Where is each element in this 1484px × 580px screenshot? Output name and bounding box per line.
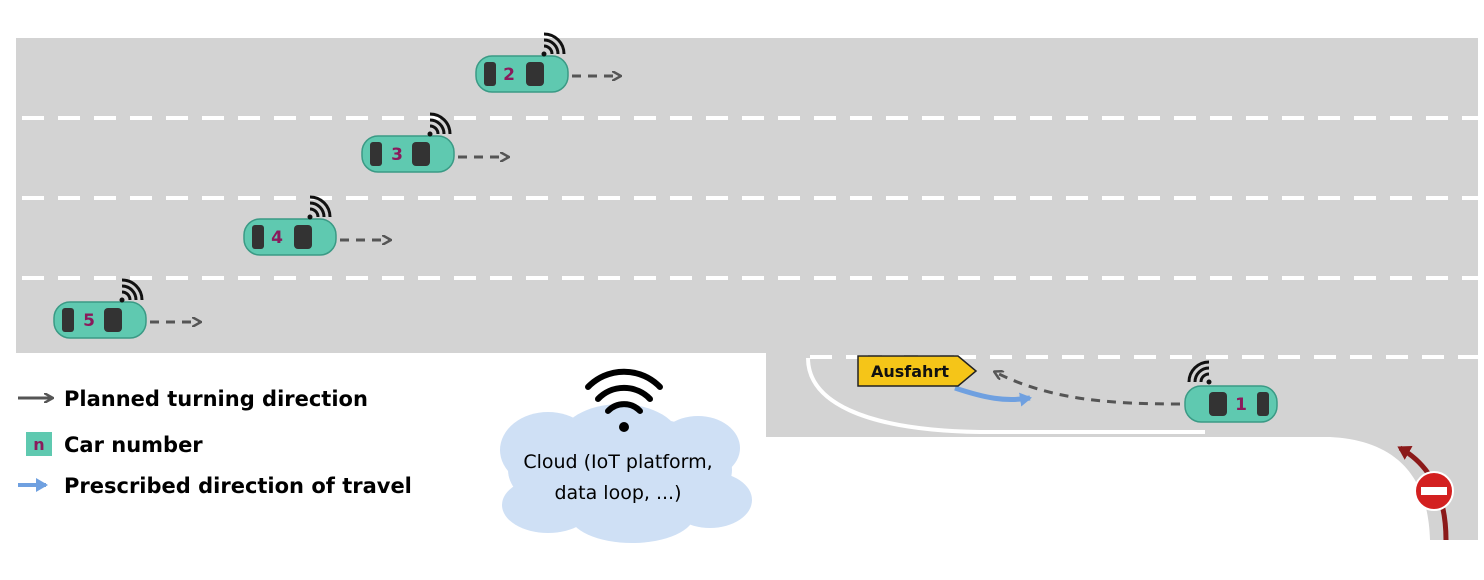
- no-entry-sign-icon: [1414, 471, 1454, 511]
- road: [16, 38, 1478, 540]
- exit-sign-label: Ausfahrt: [871, 362, 949, 381]
- wifi-icon: [427, 112, 452, 137]
- wifi-icon: [585, 368, 663, 432]
- car-5: 5: [53, 278, 147, 339]
- wifi-icon: [119, 278, 144, 303]
- legend: Planned turning direction n Car number P…: [18, 387, 412, 498]
- cloud-label-line-1: Cloud (IoT platform,: [523, 451, 712, 473]
- car-icon: [361, 135, 455, 173]
- car-number: 4: [271, 228, 283, 248]
- car-icon: [243, 218, 337, 256]
- car-number: 1: [1235, 395, 1247, 415]
- legend-car-number-swatch: [26, 432, 52, 456]
- exit-sign: Ausfahrt: [857, 355, 978, 387]
- car-icon: [53, 301, 147, 339]
- planned-arrow-car-1: [995, 372, 1181, 406]
- car-2: 2: [475, 32, 569, 93]
- car-4: 4: [243, 195, 337, 256]
- legend-car-number-marker: n: [33, 435, 44, 454]
- ramp-edge-line: [806, 357, 1205, 434]
- car-number: 2: [503, 65, 515, 85]
- legend-car-number-label: Car number: [64, 433, 203, 457]
- prescribed-direction-arrow: [954, 385, 1032, 407]
- car-icon: [1184, 385, 1278, 423]
- legend-planned-label: Planned turning direction: [64, 387, 368, 411]
- cloud: Cloud (IoT platform, data loop, ...): [500, 368, 752, 543]
- legend-prescribed-label: Prescribed direction of travel: [64, 474, 412, 498]
- car-number: 3: [391, 145, 403, 165]
- car-1: 1: [1184, 360, 1278, 423]
- wifi-icon: [307, 195, 332, 220]
- cloud-icon: [500, 404, 752, 543]
- car-icon: [475, 55, 569, 93]
- car-number: 5: [83, 311, 95, 331]
- planned-direction-arrows: [150, 76, 1181, 406]
- car-3: 3: [361, 112, 455, 173]
- cloud-label-line-2: data loop, ...): [554, 482, 681, 504]
- wifi-icon: [541, 32, 566, 57]
- wifi-icon: [1187, 360, 1212, 385]
